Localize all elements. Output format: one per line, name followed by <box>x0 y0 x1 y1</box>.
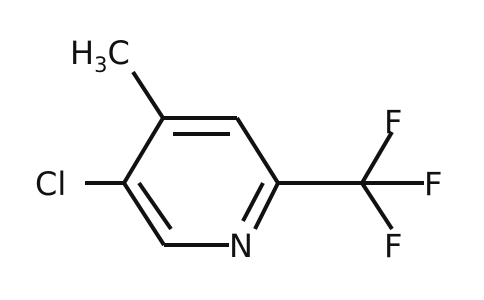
fluorine-bottom-label: F <box>384 227 402 265</box>
bond-c6-c5-inner <box>137 181 173 231</box>
bond-c6-c5 <box>122 181 166 247</box>
bond-c5-c4 <box>122 116 165 185</box>
bond-cf3-f-bottom <box>360 181 394 231</box>
bond-c2-n <box>253 182 280 230</box>
fluorine-top-label: F <box>384 103 402 141</box>
bond-c4-methyl <box>131 70 165 120</box>
methyl-label: H3C <box>70 34 130 77</box>
bond-cf3-f-top <box>360 130 394 185</box>
fluorine-right-label: F <box>424 165 442 203</box>
bond-c2-n-inner <box>241 182 265 222</box>
chlorine-label: Cl <box>35 165 66 203</box>
nitrogen-label: N <box>229 227 253 265</box>
bond-c3-c2 <box>235 116 280 185</box>
